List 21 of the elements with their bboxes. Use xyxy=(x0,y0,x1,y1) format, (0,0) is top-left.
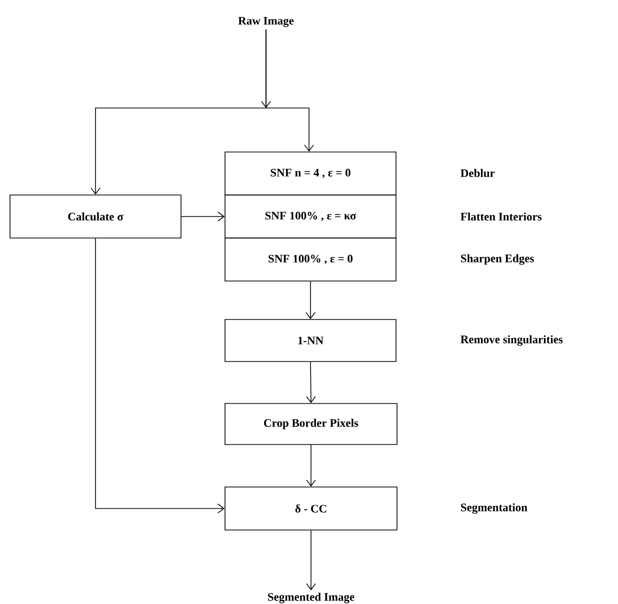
process-box: Calculate σ xyxy=(10,194,182,238)
process-box: 1-NN xyxy=(224,319,396,362)
process-box: Crop Border Pixels xyxy=(224,403,398,445)
step-caption: Deblur xyxy=(460,168,495,178)
arrow xyxy=(306,281,316,320)
step-caption: Flatten Interiors xyxy=(460,212,542,221)
arrow xyxy=(306,362,316,404)
arrow xyxy=(266,29,314,152)
process-box: SNF 100% , ε = κσ xyxy=(224,194,396,238)
step-caption: Segmentation xyxy=(461,503,528,514)
step-caption: Remove singularities xyxy=(460,335,563,346)
arrow xyxy=(95,238,225,514)
step-caption: Sharpen Edges xyxy=(461,254,534,265)
process-box: SNF n = 4 , ε = 0 xyxy=(224,152,396,196)
process-box: SNF 100% , ε = 0 xyxy=(224,238,396,282)
arrow xyxy=(181,212,225,222)
arrow xyxy=(306,444,316,487)
label-text: Segmented Image xyxy=(268,592,354,604)
process-box: δ - CC xyxy=(224,486,398,530)
label-text: Raw Image xyxy=(238,16,294,28)
arrow xyxy=(306,530,316,590)
